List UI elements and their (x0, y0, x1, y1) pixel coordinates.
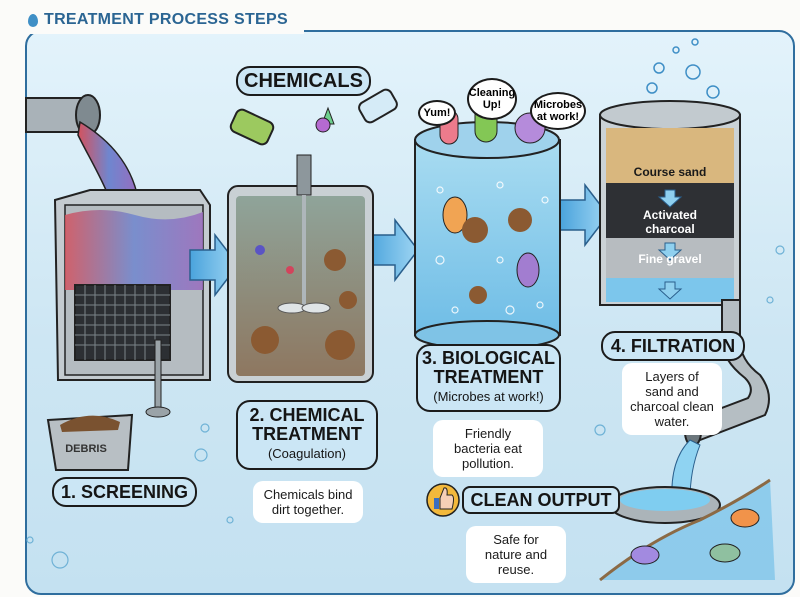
biological-tank (414, 99, 561, 350)
step-4-title: 4. FILTRATION (601, 331, 745, 361)
step-3-note: Friendly bacteria eat pollution. (433, 420, 543, 477)
step-1-title: 1. SCREENING (52, 477, 197, 507)
step-3-subtitle: (Microbes at work!) (433, 389, 544, 404)
flow-arrow-3 (559, 182, 609, 248)
clean-output-title: CLEAN OUTPUT (462, 486, 620, 514)
filter-layer-charcoal: Activated charcoal (642, 208, 698, 236)
step-4-note: Layers of sand and charcoal clean water. (622, 363, 722, 435)
chemical-bottles (229, 88, 398, 146)
speech-bubble-cleaning-up: Cleaning Up! (467, 78, 517, 120)
step-2-title-box: 2. CHEMICAL TREATMENT (Coagulation) (236, 400, 378, 470)
debris-label: DEBRIS (65, 443, 107, 455)
fish (630, 508, 760, 565)
thumbs-up-icon (426, 483, 460, 517)
filter-layer-sand: Course sand (633, 165, 707, 179)
filtration-tank (599, 38, 741, 306)
header-title: TREATMENT PROCESS STEPS (44, 11, 288, 28)
output-basin (599, 478, 775, 582)
filter-layer-gravel: Fine gravel (638, 252, 702, 266)
clean-output-note: Safe for nature and reuse. (466, 526, 566, 583)
speech-bubble-yum: Yum! (418, 100, 456, 126)
step-3-title-box: 3. BIOLOGICAL TREATMENT (Microbes at wor… (416, 344, 561, 412)
water-drop-icon (28, 13, 38, 27)
chemicals-label: CHEMICALS (236, 66, 371, 96)
debris-bin (46, 413, 134, 471)
coagulation-tank (227, 154, 374, 383)
speech-bubble-microbes: Microbes at work! (530, 92, 586, 130)
step-2-note: Chemicals bind dirt together. (253, 481, 363, 523)
step-2-subtitle: (Coagulation) (267, 446, 347, 461)
flow-arrow-1 (189, 232, 239, 298)
screening-tank (53, 189, 211, 418)
header: TREATMENT PROCESS STEPS (18, 6, 304, 34)
flow-arrow-2 (367, 217, 419, 283)
step-2-title: 2. CHEMICAL TREATMENT (249, 405, 365, 444)
step-3-title: 3. BIOLOGICAL TREATMENT (421, 348, 555, 387)
decorative-bubbles (26, 245, 785, 569)
